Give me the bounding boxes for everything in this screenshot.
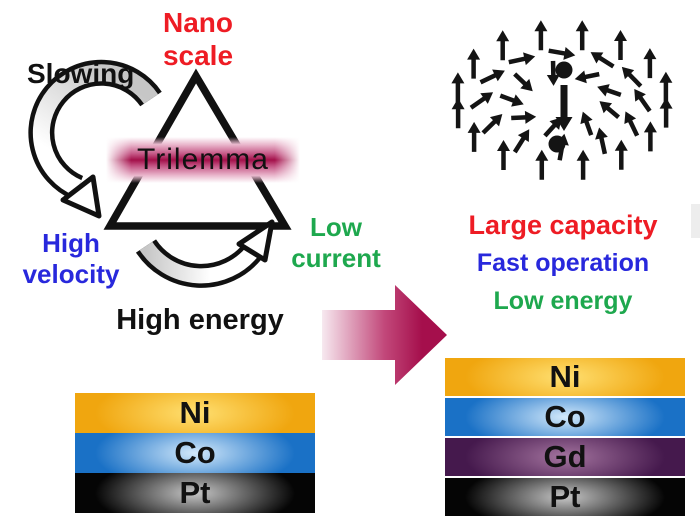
layer-label: Ni xyxy=(179,395,211,430)
high-energy-curved-arrow-icon xyxy=(135,219,275,288)
layer-Gd: Gd xyxy=(445,438,685,476)
benefits-list: Large capacity Fast operation Low energy xyxy=(437,206,689,320)
layer-Co: Co xyxy=(445,398,685,436)
layer-Ni: Ni xyxy=(75,393,315,433)
skyrmion-icon xyxy=(451,20,673,180)
fast-operation-label: Fast operation xyxy=(476,249,650,277)
layer-label: Co xyxy=(174,435,216,470)
layer-label: Ni xyxy=(549,359,581,394)
edge-artifact xyxy=(691,204,700,238)
nano-scale-line1: Nano xyxy=(163,7,233,38)
trilemma-label: Trilemma xyxy=(137,143,269,176)
large-capacity-label: Large capacity xyxy=(468,210,658,240)
layer-label: Gd xyxy=(543,439,587,474)
nano-scale-line2: scale xyxy=(162,40,234,71)
layer-Pt: Pt xyxy=(75,473,315,513)
low-energy-label: Low energy xyxy=(493,287,633,315)
layer-Ni: Ni xyxy=(445,358,685,396)
layer-label: Pt xyxy=(549,479,581,514)
high-velocity-line2: velocity xyxy=(22,259,120,289)
slowing-label: Slowing xyxy=(27,58,135,89)
layer-label: Co xyxy=(544,399,586,434)
trilemma-band: Trilemma xyxy=(106,137,300,183)
high-velocity-line1: High xyxy=(42,228,100,258)
nano-scale-label: Nano scale xyxy=(140,6,256,72)
transform-arrow-icon xyxy=(322,285,447,385)
low-current-line1: Low xyxy=(310,212,362,242)
layer-Pt: Pt xyxy=(445,478,685,516)
low-current-line2: current xyxy=(291,243,381,273)
high-energy-label: High energy xyxy=(116,304,284,336)
high-velocity-label: High velocity xyxy=(14,228,128,290)
layer-Co: Co xyxy=(75,433,315,473)
low-current-label: Low current xyxy=(283,212,389,274)
layer-label: Pt xyxy=(179,475,211,510)
